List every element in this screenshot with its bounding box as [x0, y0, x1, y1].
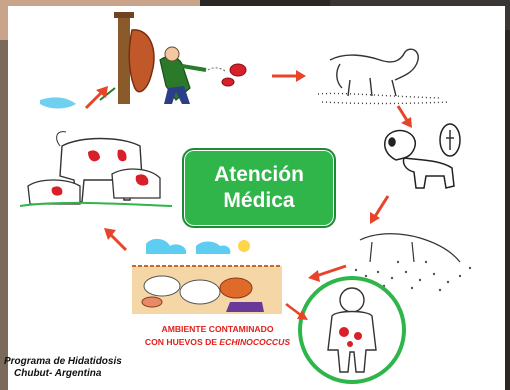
program-credit: Programa de Hidatidosis Chubut- Argentin… [4, 356, 144, 380]
slaughter-scene [40, 12, 247, 109]
cycle-arrows [84, 70, 412, 320]
medical-attention-box: Atención Médica [182, 148, 336, 228]
center-title-line2: Médica [223, 189, 295, 212]
infected-human [298, 276, 406, 384]
environment-caption-prefix: CON HUEVOS DE [144, 337, 220, 347]
credit-line1: Programa de Hidatidosis [4, 356, 122, 367]
contaminated-environment [132, 238, 282, 314]
dog-with-bottle [384, 123, 461, 189]
environment-caption: AMBIENTE CONTAMINADO CON HUEVOS DE ECHIN… [130, 323, 305, 349]
environment-caption-line1: AMBIENTE CONTAMINADO [161, 324, 274, 334]
dog-eating [317, 48, 451, 105]
environment-caption-line2: CON HUEVOS DE ECHINOCOCCUS [130, 336, 305, 349]
center-title-line1: Atención [214, 163, 304, 186]
arrow-environment-to-livestock [104, 228, 128, 252]
dog-spreading-eggs [354, 233, 472, 292]
credit-line2: Chubut- Argentina [14, 368, 102, 379]
environment-caption-genus: ECHINOCOCCUS [219, 337, 291, 347]
arrow-dog-to-bottle-dog [396, 105, 412, 128]
arrow-livestock-to-slaughter [84, 86, 108, 110]
arrow-slaughter-to-dog [272, 70, 306, 82]
arrow-dog-to-eggs [370, 195, 390, 224]
arrow-environment-to-human [285, 303, 308, 320]
arrow-eggs-to-environment [308, 264, 347, 282]
livestock [19, 131, 173, 207]
